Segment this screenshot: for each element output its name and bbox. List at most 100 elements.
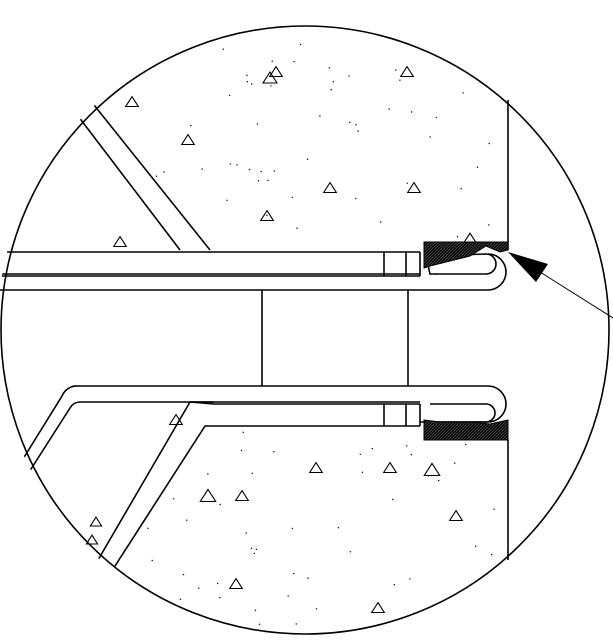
concrete-speckle [267, 179, 269, 182]
concrete-speckle [147, 527, 149, 529]
aggregate-triangle-icon [259, 209, 275, 222]
concrete-speckle [406, 182, 408, 184]
concrete-speckle [348, 75, 350, 77]
lower-chamfer-line-inner [114, 425, 214, 567]
concrete-speckle [355, 197, 357, 200]
concrete-speckle [409, 578, 411, 580]
detail-circle-boundary [0, 25, 610, 635]
aggregate-triangle-icon [268, 65, 284, 78]
concrete-speckle [460, 188, 462, 190]
concrete-speckle [462, 92, 464, 94]
concrete-speckle [270, 85, 272, 87]
concrete-speckle [405, 445, 408, 447]
concrete-speckle [163, 171, 165, 173]
concrete-speckle [457, 432, 460, 434]
aggregate-triangle-icon [112, 235, 128, 248]
concrete-aggregate-symbols [85, 65, 477, 614]
concrete-speckle [173, 498, 175, 500]
concrete-speckle [465, 436, 467, 438]
concrete-speckle [337, 527, 340, 529]
concrete-speckle [256, 123, 259, 125]
concrete-speckle [246, 81, 249, 83]
lower-flange-return [420, 385, 507, 423]
concrete-speckle [260, 170, 262, 173]
aggregate-triangle-icon [448, 509, 464, 522]
concrete-speckle [216, 582, 219, 585]
concrete-speckle [255, 548, 258, 551]
concrete-speckle [293, 572, 295, 575]
aggregate-triangle-icon [322, 181, 338, 194]
upper-chamfer-line-inner [74, 111, 181, 251]
concrete-speckle [349, 121, 351, 124]
concrete-speckle [246, 74, 248, 77]
concrete-speckle [493, 508, 495, 510]
concrete-speckle [271, 60, 273, 62]
concrete-speckle [361, 471, 364, 473]
concrete-speckle [465, 443, 467, 446]
concrete-speckle [250, 547, 253, 549]
upper-chamfer-line-outer [89, 99, 211, 251]
aggregate-triangle-icon [370, 601, 386, 614]
concrete-speckle [357, 130, 359, 132]
concrete-speckle [222, 48, 224, 50]
concrete-speckle [332, 81, 334, 83]
concrete-speckle [251, 83, 253, 85]
concrete-speckle [392, 498, 394, 501]
concrete-speckle [488, 142, 490, 145]
concrete-speckle [273, 170, 275, 172]
concrete-speckle [251, 472, 253, 474]
upper-flange-return [0, 253, 507, 291]
concrete-speckle [328, 67, 330, 69]
concrete-speckle [319, 115, 321, 117]
arrow-head-icon [508, 252, 548, 282]
leader-line [539, 271, 613, 319]
concrete-speckle [242, 431, 244, 433]
aggregate-triangle-icon [382, 461, 398, 474]
concrete-speckle [429, 136, 431, 138]
aggregate-triangle-icon [463, 232, 477, 243]
upper-seal [423, 241, 509, 269]
concrete-speckle [179, 598, 182, 600]
concrete-speckle [253, 552, 256, 555]
concrete-speckle [287, 595, 289, 597]
concrete-speckle [186, 519, 188, 521]
aggregate-triangle-icon [234, 489, 250, 502]
concrete-speckle [296, 227, 298, 229]
concrete-speckle [306, 158, 309, 160]
concrete-speckle [273, 451, 275, 453]
concrete-speckle [456, 236, 459, 238]
aggregate-triangle-icon [423, 462, 441, 477]
aggregate-triangle-icon [199, 488, 217, 503]
concrete-speckle [371, 447, 373, 450]
concrete-speckle [488, 224, 490, 226]
concrete-speckle [395, 69, 397, 71]
aggregate-triangle-icon [89, 516, 103, 527]
lower-flange-mid-bend [23, 401, 420, 481]
concrete-speckle [359, 453, 361, 455]
aggregate-triangle-icon [168, 413, 184, 426]
lower-chamfer-corner [189, 401, 215, 405]
concrete-speckle [219, 503, 221, 506]
concrete-speckle [254, 609, 257, 611]
concrete-speckle [236, 164, 238, 166]
concrete-speckle [355, 124, 357, 126]
concrete-speckle [190, 124, 192, 127]
concrete-speckle [266, 214, 268, 216]
concrete-speckle [295, 623, 297, 625]
lower-seal [423, 419, 509, 441]
concrete-speckle [399, 79, 401, 81]
concrete-speckle [293, 60, 295, 63]
upper-seal-fill [423, 241, 509, 269]
concrete-speckle [380, 221, 382, 223]
concrete-speckle [476, 166, 479, 168]
aggregate-triangle-icon [228, 577, 244, 590]
aggregate-triangle-icon [308, 461, 324, 474]
lower-hook-inner [430, 403, 496, 423]
concrete-speckle [155, 175, 158, 177]
aggregate-triangle-icon [406, 181, 422, 194]
aggregate-triangle-icon [85, 534, 99, 545]
lower-chamfer-line-outer [97, 401, 214, 561]
concrete-speckle [410, 454, 413, 456]
